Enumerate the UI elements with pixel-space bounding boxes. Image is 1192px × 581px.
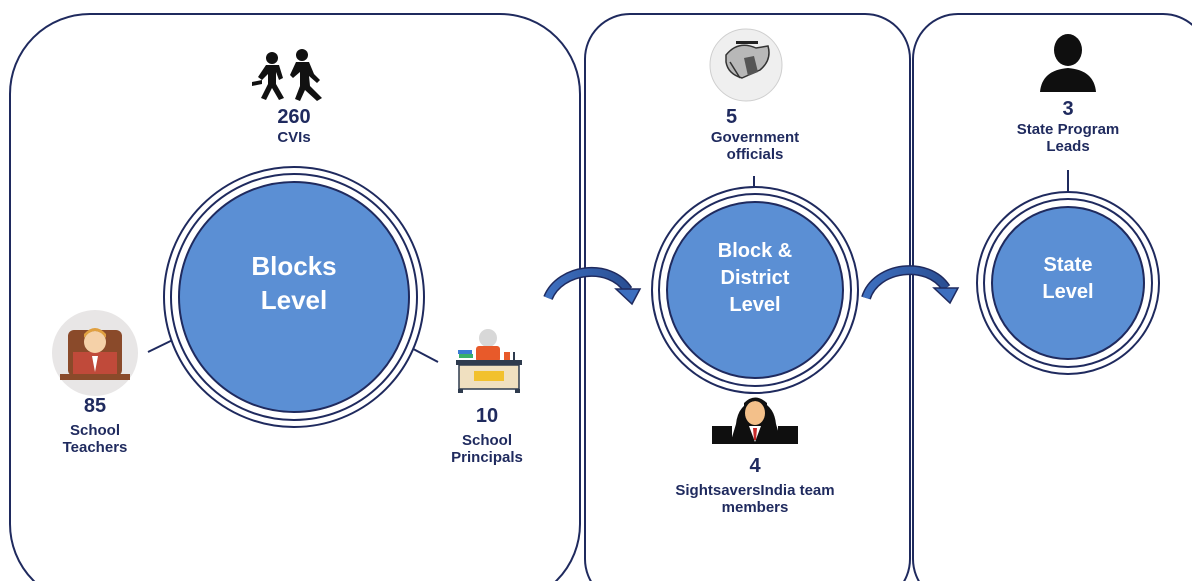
blocks-level-circle <box>178 181 410 413</box>
state-level-line-1: State <box>1043 254 1093 276</box>
arrow-district-to-state <box>861 265 960 305</box>
blocks-level-line-2: Level <box>260 284 328 315</box>
blocks-level-title: Blocks Level <box>194 250 394 318</box>
team-member-icon <box>712 397 798 444</box>
district-level-line-3: Level <box>729 294 781 316</box>
team-count: 4 <box>749 455 761 477</box>
district-level-circle <box>666 201 844 379</box>
state-level-inner-ring <box>983 198 1153 368</box>
teachers-count: 85 <box>83 395 107 417</box>
arrow-blocks-to-district <box>543 266 642 306</box>
officials-count: 5 <box>726 106 738 128</box>
teachers-stat: 85 School Teachers <box>40 395 150 457</box>
state-panel <box>912 13 1192 581</box>
state-level-circle <box>991 206 1145 360</box>
state-level-line-2: Level <box>1042 281 1094 303</box>
principals-label-1: School <box>461 432 512 449</box>
teacher-icon <box>52 310 138 396</box>
blocks-level-inner-ring <box>170 173 418 421</box>
children-running-icon <box>252 49 322 101</box>
blocks-level-line-1: Blocks <box>251 251 337 281</box>
team-label-1: SightsaversIndia team <box>675 482 835 499</box>
leads-label-2: Leads <box>1046 138 1090 156</box>
district-level-inner-ring <box>658 193 852 387</box>
officials-label-2: officials <box>726 146 784 164</box>
leads-stat: 3 State Program Leads <box>990 98 1146 156</box>
team-stat: 4 SightsaversIndia team members <box>640 455 870 517</box>
cvis-label: CVIs <box>277 129 311 146</box>
government-emblem-icon <box>709 28 783 102</box>
officials-stat: 5 Government officials <box>670 106 840 164</box>
teachers-label-2: Teachers <box>62 439 128 457</box>
blocks-panel <box>9 13 581 581</box>
district-level-line-1: Block & <box>717 240 793 262</box>
person-silhouette-icon <box>1040 34 1096 92</box>
officials-label-1: Government <box>710 129 800 146</box>
principal-desk-icon <box>456 329 522 393</box>
cvis-stat: 260 CVIs <box>234 106 354 146</box>
district-level-line-2: District <box>720 267 790 289</box>
leads-count: 3 <box>1062 98 1074 120</box>
teachers-label-1: School <box>69 422 120 439</box>
principals-count: 10 <box>475 405 499 427</box>
cvis-count: 260 <box>277 106 311 128</box>
leads-label-1: State Program <box>1016 121 1120 138</box>
team-label-2: members <box>721 499 789 517</box>
principals-stat: 10 School Principals <box>432 405 542 467</box>
district-level-title: Block & District Level <box>675 238 835 319</box>
district-panel <box>584 13 911 581</box>
state-level-title: State Level <box>998 252 1138 306</box>
principals-label-2: Principals <box>451 449 523 467</box>
